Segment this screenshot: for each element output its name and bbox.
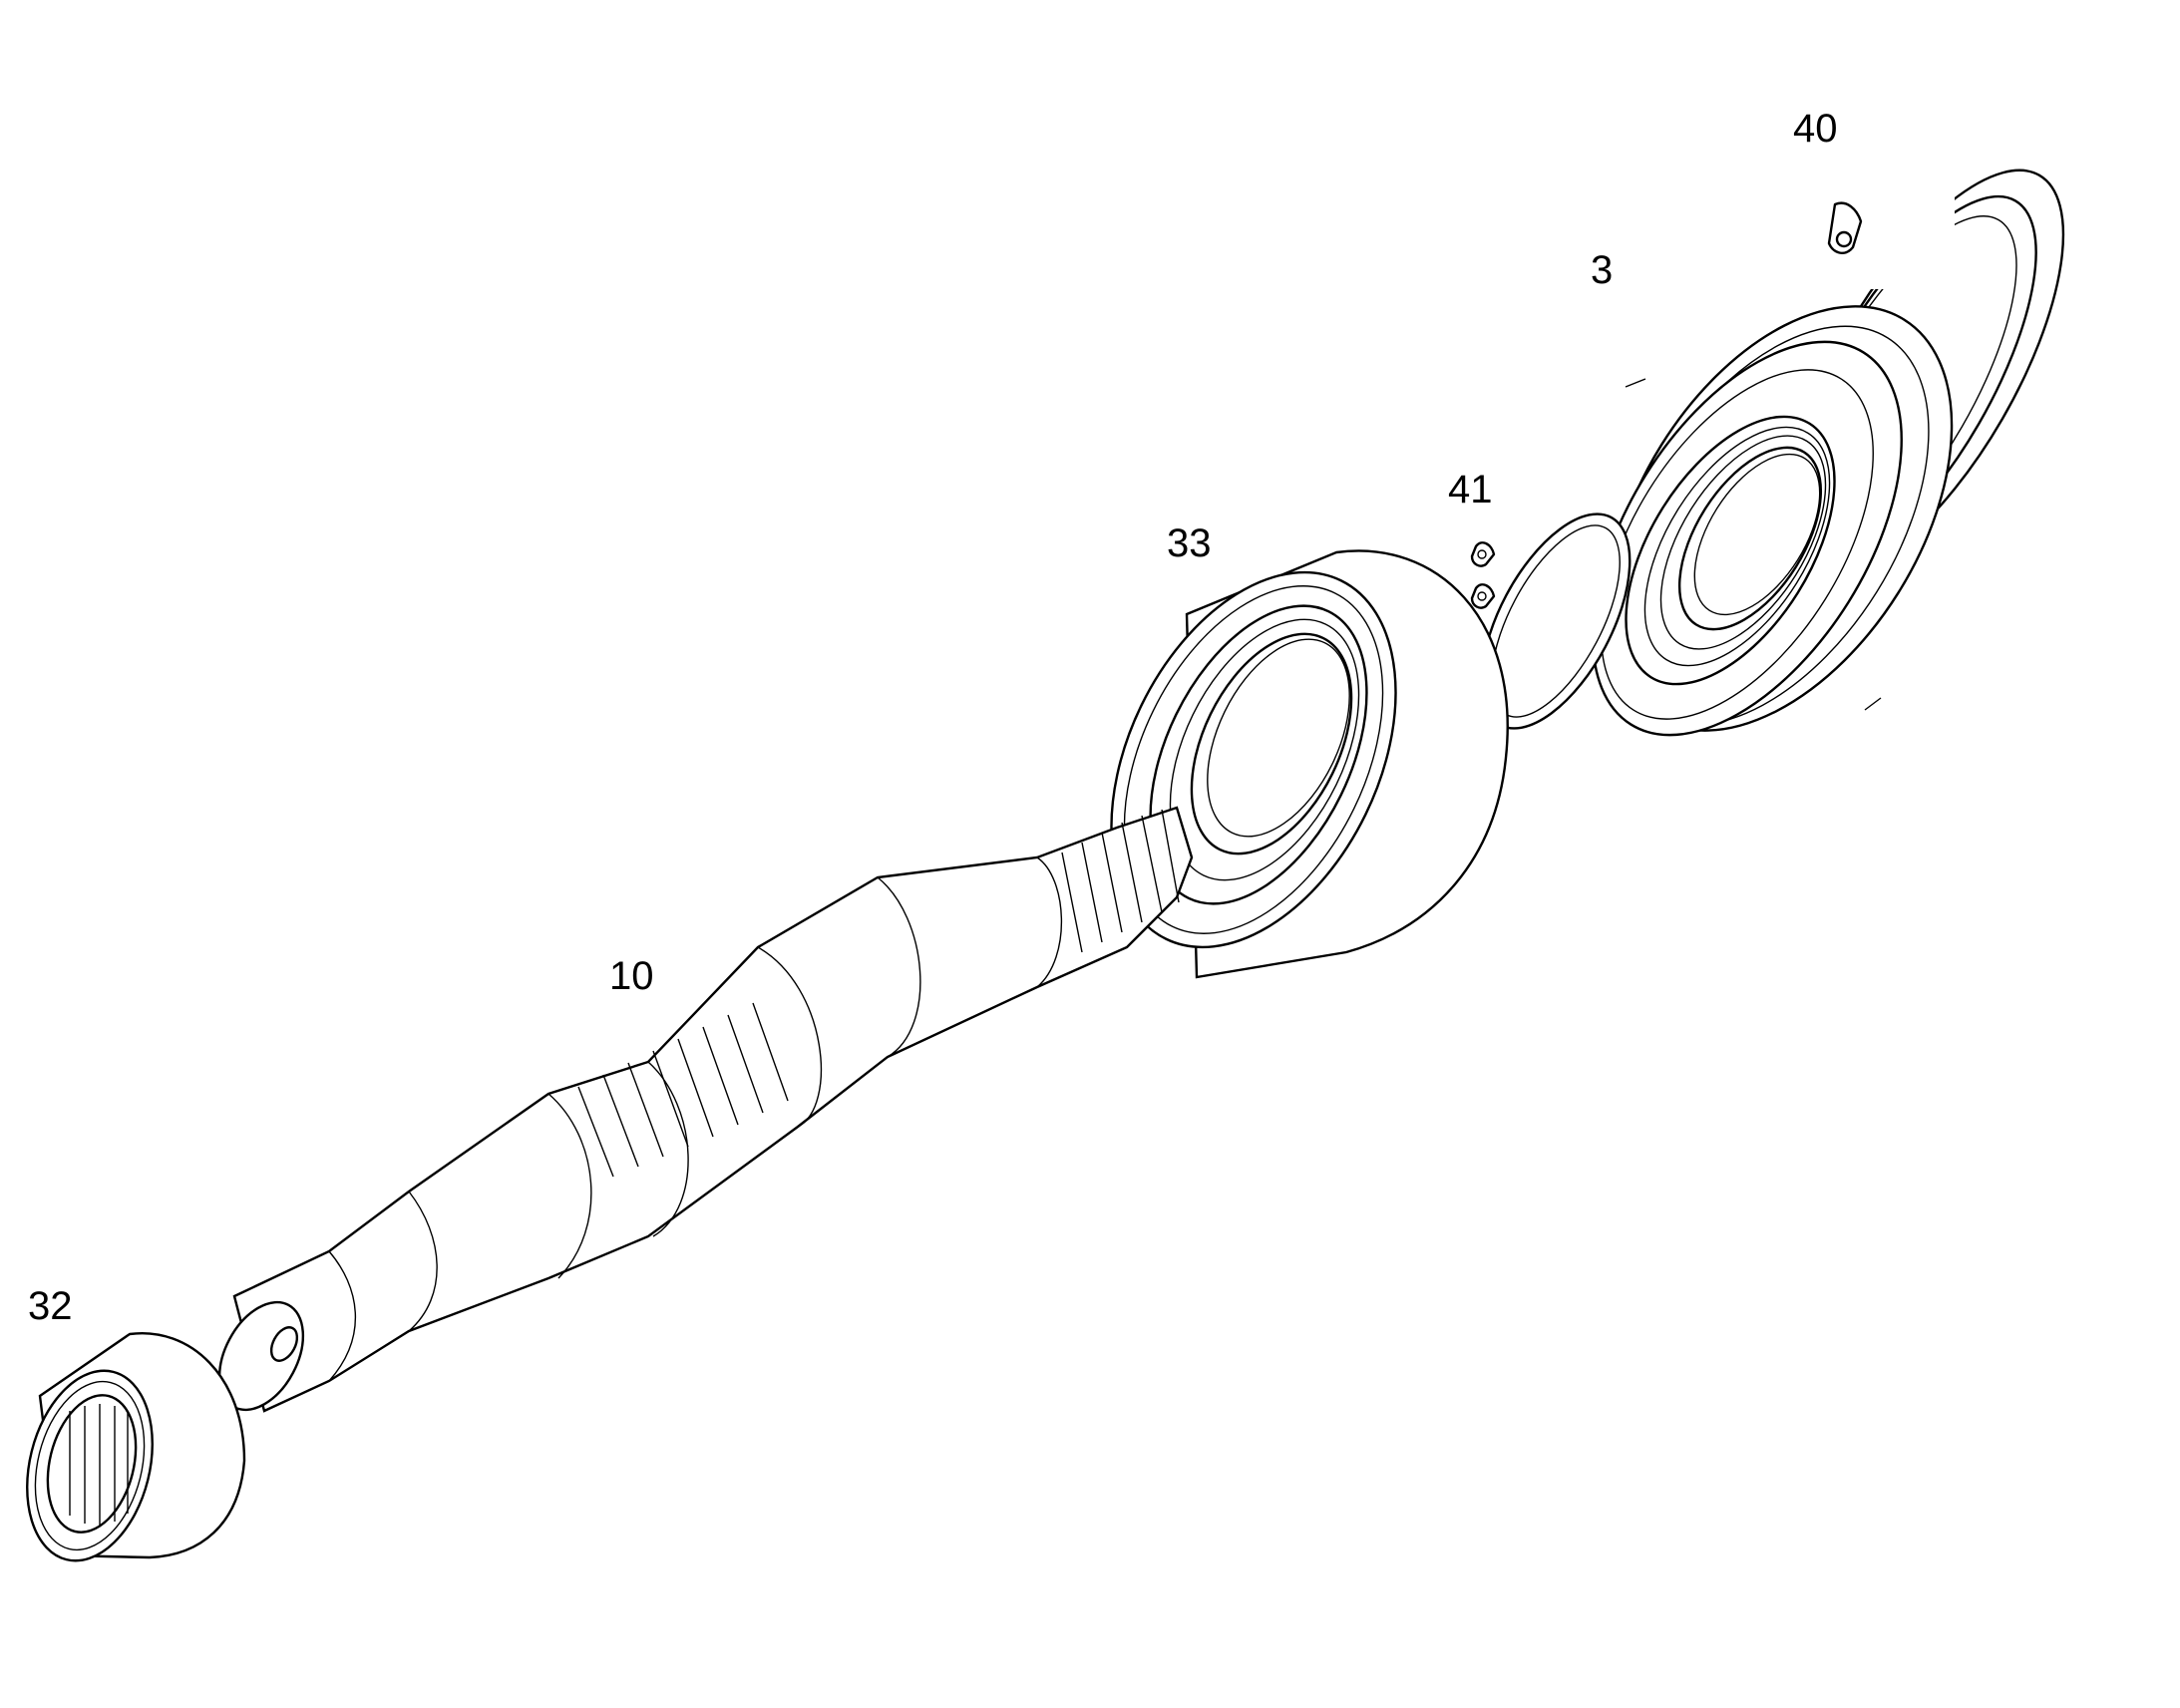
part-32-needle-bearing[interactable]	[8, 1331, 246, 1573]
callout-41: 41	[1448, 468, 1493, 512]
callout-40: 40	[1793, 107, 1838, 151]
part-10-drive-shaft[interactable]	[202, 806, 1194, 1424]
callout-10: 10	[609, 954, 654, 998]
callout-32: 32	[28, 1284, 73, 1328]
callout-33: 33	[1167, 521, 1212, 565]
part-3-shaft-seal[interactable]	[1530, 246, 2023, 792]
callout-3: 3	[1591, 248, 1613, 292]
